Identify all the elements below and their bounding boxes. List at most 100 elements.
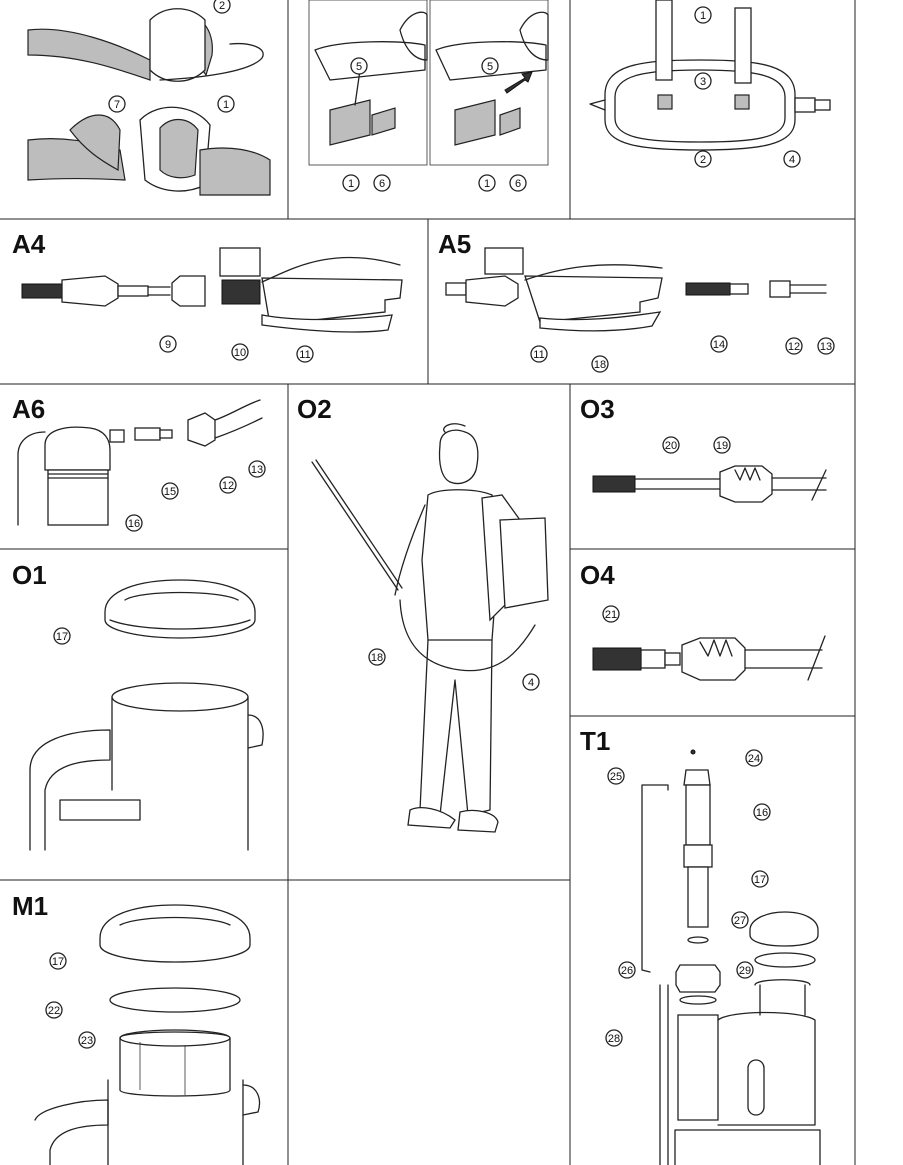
callout-9: 9 (165, 339, 171, 351)
callout-marker (662, 436, 680, 454)
callout-6: 6 (379, 178, 385, 190)
callout-marker (108, 95, 126, 113)
callout-29: 29 (739, 965, 751, 977)
callout-23: 23 (81, 1035, 93, 1047)
callout-marker (342, 174, 360, 192)
callout-marker (213, 0, 231, 14)
callout-marker (125, 514, 143, 532)
callout-1d: 1 (700, 10, 706, 22)
panel-label-o2: O2 (297, 394, 332, 424)
callout-marker (817, 337, 835, 355)
panel-label-o4: O4 (580, 560, 615, 590)
callout-marker (713, 436, 731, 454)
callout-marker (607, 767, 625, 785)
callout-marker (45, 1001, 63, 1019)
o4-connector-illustration (592, 635, 826, 681)
callout-20: 20 (665, 440, 677, 452)
a4-hose-illustration (21, 247, 403, 333)
callout-17b: 17 (52, 956, 64, 968)
callout-10: 10 (234, 347, 246, 359)
callout-marker (78, 1031, 96, 1049)
panel-label-a6: A6 (12, 394, 45, 424)
callout-22: 22 (48, 1005, 60, 1017)
m1-filter-illustration (34, 904, 261, 1165)
callout-marker (530, 345, 548, 363)
callout-7: 7 (114, 99, 120, 111)
callout-12b: 12 (222, 480, 234, 492)
callout-11b: 11 (533, 349, 544, 361)
panel-label-a4: A4 (12, 229, 46, 259)
callout-marker (694, 72, 712, 90)
callout-marker (53, 627, 71, 645)
callout-2: 2 (219, 0, 225, 12)
callout-17c: 17 (754, 874, 766, 886)
callout-1: 1 (223, 99, 229, 111)
callout-14: 14 (713, 339, 725, 351)
panel-label-a5: A5 (438, 229, 471, 259)
callout-16b: 16 (756, 807, 768, 819)
callout-marker (161, 482, 179, 500)
panel-label-o1: O1 (12, 560, 47, 590)
panel-label-t1: T1 (580, 726, 610, 756)
callout-18b: 18 (371, 652, 383, 664)
callout-marker (509, 174, 527, 192)
callout-marker (368, 648, 386, 666)
callout-marker (736, 961, 754, 979)
callout-2b: 2 (700, 154, 706, 166)
callout-marker (373, 174, 391, 192)
latch-illustration (308, 0, 549, 166)
a6-pump-illustration (17, 399, 263, 526)
callout-marker (478, 174, 496, 192)
callout-marker (694, 6, 712, 24)
callout-marker (745, 749, 763, 767)
callout-26: 26 (621, 965, 633, 977)
callout-1b: 1 (348, 178, 354, 190)
t1-exploded-illustration (641, 749, 821, 1165)
callout-marker (605, 1029, 623, 1047)
callout-marker (49, 952, 67, 970)
callout-4b: 4 (528, 677, 534, 689)
o3-connector-illustration (592, 465, 827, 503)
panel-grid (0, 0, 856, 1165)
o1-lid-illustration (29, 579, 264, 851)
callout-marker (751, 870, 769, 888)
callout-25: 25 (610, 771, 622, 783)
callout-marker (522, 673, 540, 691)
callout-28: 28 (608, 1033, 620, 1045)
callout-13b: 13 (251, 464, 263, 476)
tank-back-illustration (589, 0, 831, 151)
callout-1c: 1 (484, 178, 490, 190)
callout-marker (159, 335, 177, 353)
callout-17: 17 (56, 631, 68, 643)
callout-marker (785, 337, 803, 355)
callout-6b: 6 (515, 178, 521, 190)
callout-11: 11 (299, 349, 310, 361)
callout-marker (248, 460, 266, 478)
callout-16: 16 (128, 518, 140, 530)
callout-marker (710, 335, 728, 353)
callout-marker (602, 605, 620, 623)
callout-5b: 5 (487, 61, 493, 73)
callout-4: 4 (789, 154, 795, 166)
callout-13: 13 (820, 341, 832, 353)
o2-operator-illustration (311, 423, 549, 833)
callout-marker (296, 345, 314, 363)
a5-handle-illustration (445, 247, 827, 332)
callout-marker (350, 57, 368, 75)
strap-illustration (27, 8, 271, 196)
callout-marker (694, 150, 712, 168)
callout-marker (591, 355, 609, 373)
callout-19: 19 (716, 440, 728, 452)
callout-27: 27 (734, 915, 746, 927)
callout-marker (783, 150, 801, 168)
callout-marker (618, 961, 636, 979)
panel-label-m1: M1 (12, 891, 48, 921)
callout-3: 3 (700, 76, 706, 88)
callout-marker (731, 911, 749, 929)
callout-21: 21 (605, 609, 617, 621)
callout-18: 18 (594, 359, 606, 371)
callout-24: 24 (748, 753, 760, 765)
callout-marker (217, 95, 235, 113)
